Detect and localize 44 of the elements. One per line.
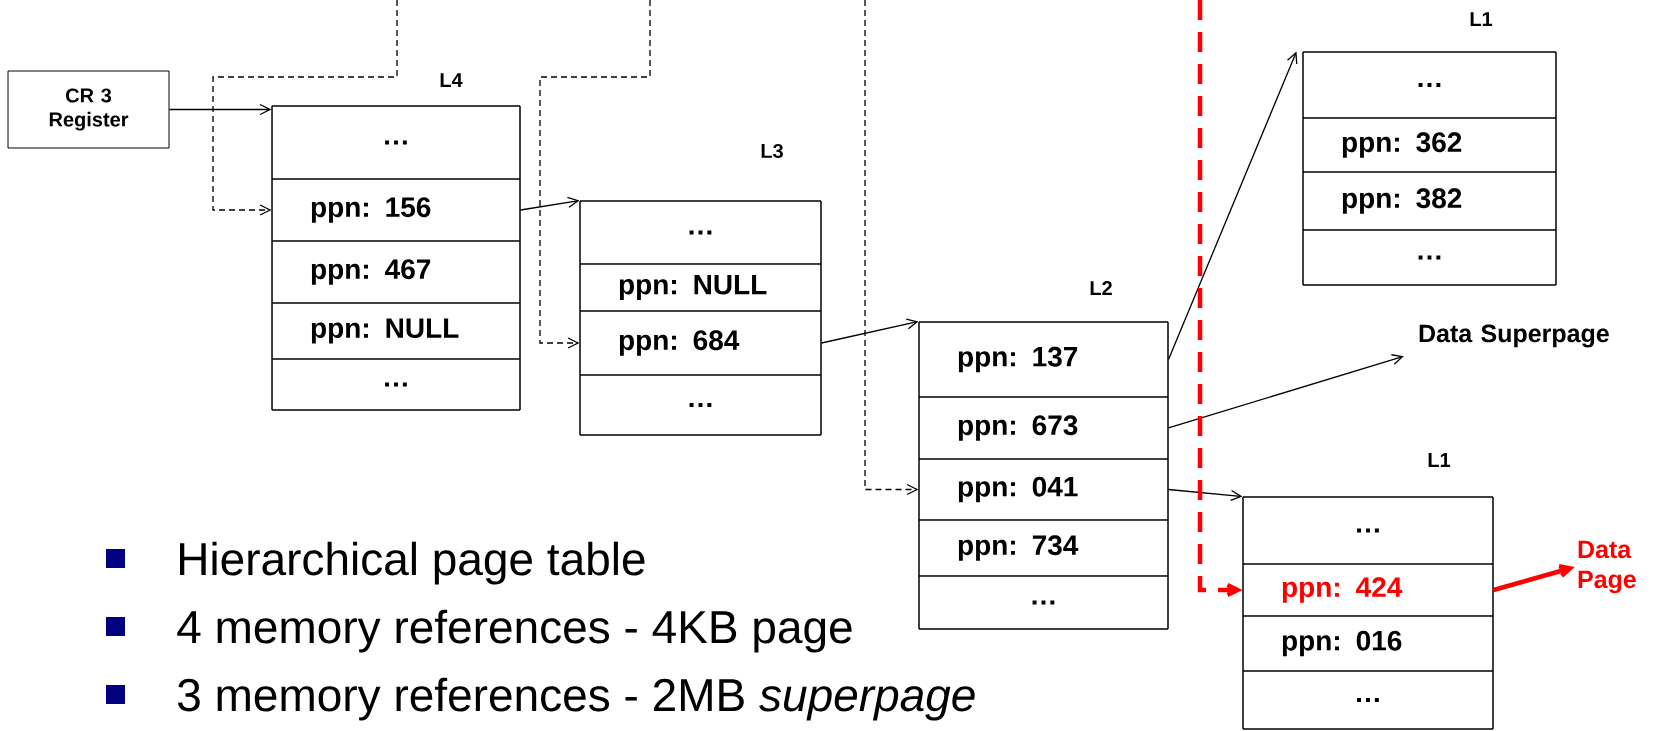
node-label: L4 xyxy=(440,73,463,87)
table-entry: ppn: 041 xyxy=(918,458,1169,521)
table-entry: ppn: 016 xyxy=(1242,615,1494,672)
node-label: L2 xyxy=(1090,281,1112,295)
table-entry: … xyxy=(579,374,822,436)
bullet-item: 3 memory references - 2MB superpage xyxy=(106,677,975,721)
table-entry: … xyxy=(1242,496,1494,565)
bullet-item: Hierarchical page table xyxy=(106,541,645,585)
bullet-item: 4 memory references - 4KB page xyxy=(106,609,852,653)
arrow xyxy=(1492,564,1575,593)
arrow xyxy=(1167,354,1404,429)
table-entry: ppn: NULL xyxy=(271,302,521,360)
arrow xyxy=(519,196,580,211)
table-entry: … xyxy=(1302,51,1557,119)
table-entry: ppn: 424 xyxy=(1242,563,1494,617)
table-entry: ppn: NULL xyxy=(579,263,822,312)
node-label: L1 xyxy=(1470,12,1493,26)
dashed-arrow xyxy=(539,0,651,349)
table-entry: ppn: 137 xyxy=(918,321,1169,398)
register-box: CR 3 Register xyxy=(7,70,170,149)
table-entry: … xyxy=(1302,229,1557,286)
node-label: L1 xyxy=(1428,453,1451,467)
table-entry: … xyxy=(579,200,822,265)
target-label: Data Superpage xyxy=(1419,324,1609,348)
dashed-arrow xyxy=(212,0,398,216)
arrow xyxy=(168,103,272,116)
dashed-arrow xyxy=(864,0,919,496)
table-entry: … xyxy=(271,358,521,411)
table-entry: ppn: 673 xyxy=(918,396,1169,460)
target-label: Data Page xyxy=(1578,540,1636,594)
table-entry: ppn: 382 xyxy=(1302,171,1557,231)
node-label: L3 xyxy=(761,143,783,159)
arrow xyxy=(820,318,919,344)
dashed-arrow xyxy=(1197,0,1243,597)
table-entry: … xyxy=(271,105,521,180)
table-entry: ppn: 467 xyxy=(271,240,521,304)
table-entry: ppn: 362 xyxy=(1302,117,1557,173)
table-entry: … xyxy=(1242,670,1494,730)
table-entry: ppn: 734 xyxy=(918,519,1169,577)
table-entry: ppn: 684 xyxy=(579,310,822,376)
table-entry: … xyxy=(918,575,1169,630)
arrow xyxy=(1167,51,1298,361)
arrow xyxy=(1167,488,1243,502)
table-entry: ppn: 156 xyxy=(271,178,521,242)
